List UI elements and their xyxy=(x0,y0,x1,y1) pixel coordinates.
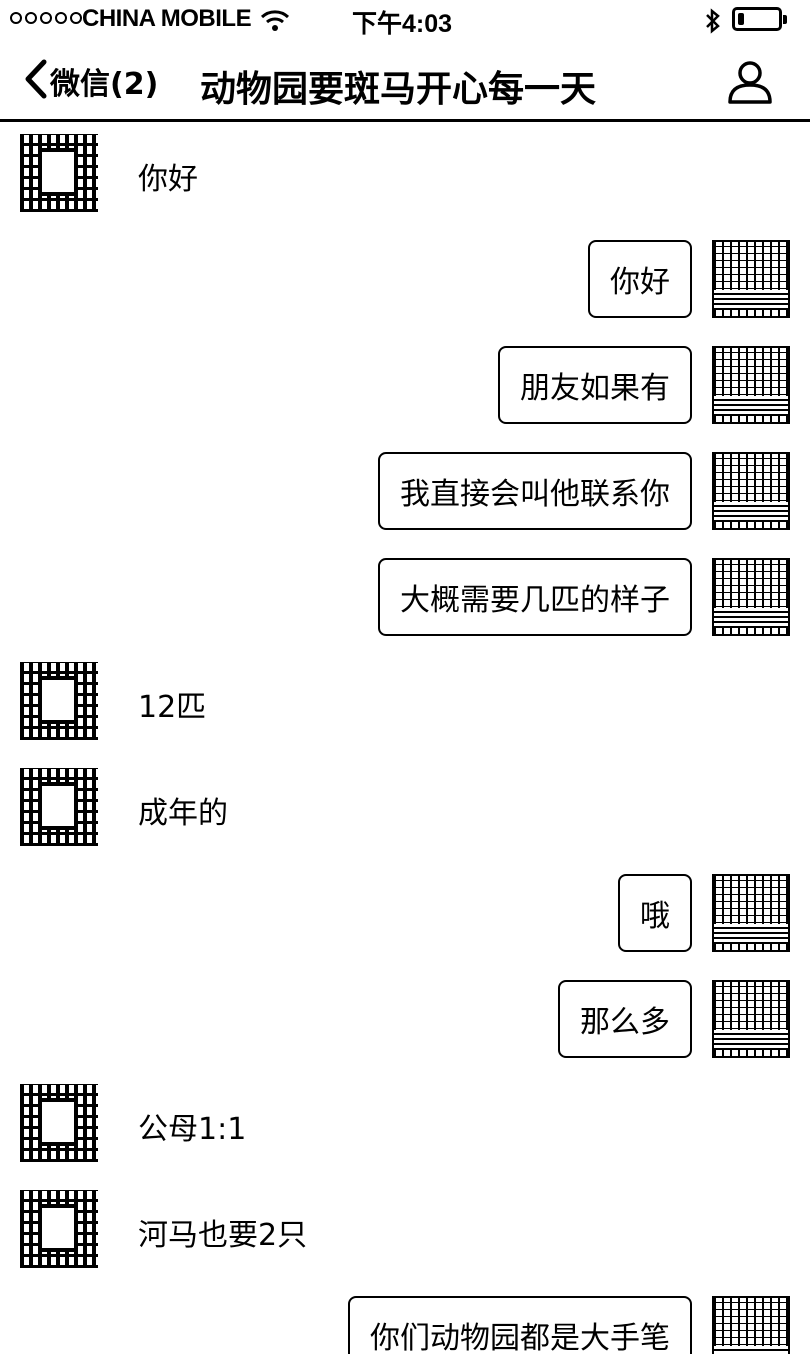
received-message[interactable]: 你好 xyxy=(138,162,198,197)
received-message[interactable]: 公母1:1 xyxy=(138,1112,247,1147)
contact-avatar[interactable] xyxy=(20,662,98,740)
sent-message-bubble[interactable]: 那么多 xyxy=(558,980,692,1058)
sent-message-bubble[interactable]: 哦 xyxy=(618,874,692,952)
sent-message-bubble[interactable]: 你好 xyxy=(588,240,692,318)
back-button[interactable]: 微信(2) xyxy=(22,58,158,104)
contact-avatar[interactable] xyxy=(20,1190,98,1268)
contact-avatar[interactable] xyxy=(20,134,98,212)
my-avatar[interactable] xyxy=(712,346,790,424)
battery-level xyxy=(738,13,744,25)
received-message[interactable]: 成年的 xyxy=(138,796,228,831)
contact-avatar[interactable] xyxy=(20,1084,98,1162)
battery-icon xyxy=(732,7,787,31)
chat-title: 动物园要斑马开心每一天 xyxy=(200,69,597,110)
my-avatar[interactable] xyxy=(712,452,790,530)
contact-avatar[interactable] xyxy=(20,768,98,846)
my-avatar[interactable] xyxy=(712,980,790,1058)
sent-message-bubble[interactable]: 你们动物园都是大手笔 xyxy=(348,1296,692,1354)
wifi-icon xyxy=(260,8,290,36)
signal-strength-icon xyxy=(10,12,82,24)
my-avatar[interactable] xyxy=(712,558,790,636)
my-avatar[interactable] xyxy=(712,874,790,952)
received-message[interactable]: 河马也要2只 xyxy=(138,1218,308,1253)
carrier-name: CHINA MOBILE xyxy=(82,5,252,32)
back-label: 微信(2) xyxy=(50,67,159,102)
sent-message-bubble[interactable]: 我直接会叫他联系你 xyxy=(378,452,692,530)
status-bar: CHINA MOBILE 下午4:03 xyxy=(0,0,810,40)
sent-message-bubble[interactable]: 大概需要几匹的样子 xyxy=(378,558,692,636)
chevron-left-icon xyxy=(22,58,48,104)
status-time: 下午4:03 xyxy=(352,10,453,38)
nav-bar: 微信(2) 动物园要斑马开心每一天 xyxy=(0,40,810,122)
received-message[interactable]: 12匹 xyxy=(138,690,207,725)
bluetooth-icon xyxy=(704,8,722,38)
person-icon[interactable] xyxy=(726,60,774,108)
my-avatar[interactable] xyxy=(712,1296,790,1354)
my-avatar[interactable] xyxy=(712,240,790,318)
sent-message-bubble[interactable]: 朋友如果有 xyxy=(498,346,692,424)
